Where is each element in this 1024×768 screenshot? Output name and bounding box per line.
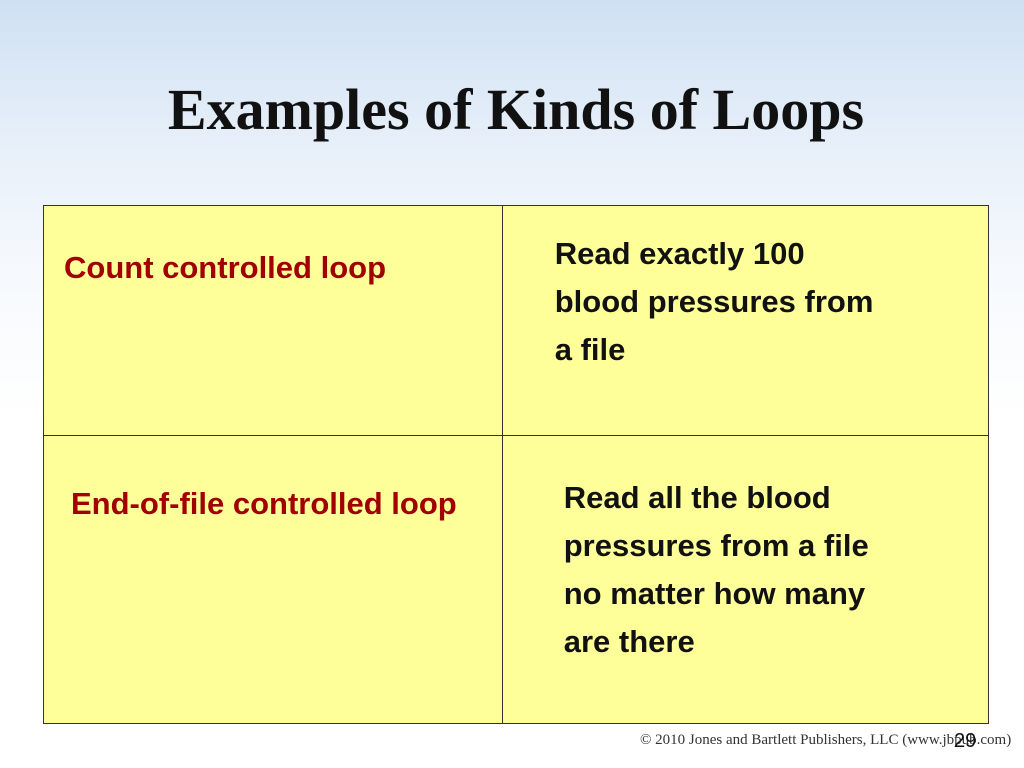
loop-example-cell: Read exactly 100 blood pressures from a … — [501, 205, 990, 436]
loop-example-text: Read exactly 100 blood pressures from a … — [554, 236, 874, 367]
table-row: End-of-file controlled loop Read all the… — [43, 435, 990, 724]
loop-kind-label: End-of-file controlled loop — [71, 486, 457, 521]
loop-examples-table: Count controlled loop Read exactly 100 b… — [43, 205, 990, 724]
page-number: 29 — [954, 730, 977, 752]
loop-example-cell: Read all the blood pressures from a file… — [501, 435, 990, 724]
slide-title: Examples of Kinds of Loops — [167, 77, 865, 142]
loop-kind-cell: Count controlled loop — [43, 205, 503, 436]
copyright-notice: © 2010 Jones and Bartlett Publishers, LL… — [640, 732, 1012, 748]
loop-kind-label: Count controlled loop — [64, 250, 387, 285]
loop-kind-cell: End-of-file controlled loop — [43, 435, 503, 724]
loop-example-text: Read all the blood pressures from a file… — [563, 480, 869, 659]
table-row: Count controlled loop Read exactly 100 b… — [43, 205, 990, 436]
